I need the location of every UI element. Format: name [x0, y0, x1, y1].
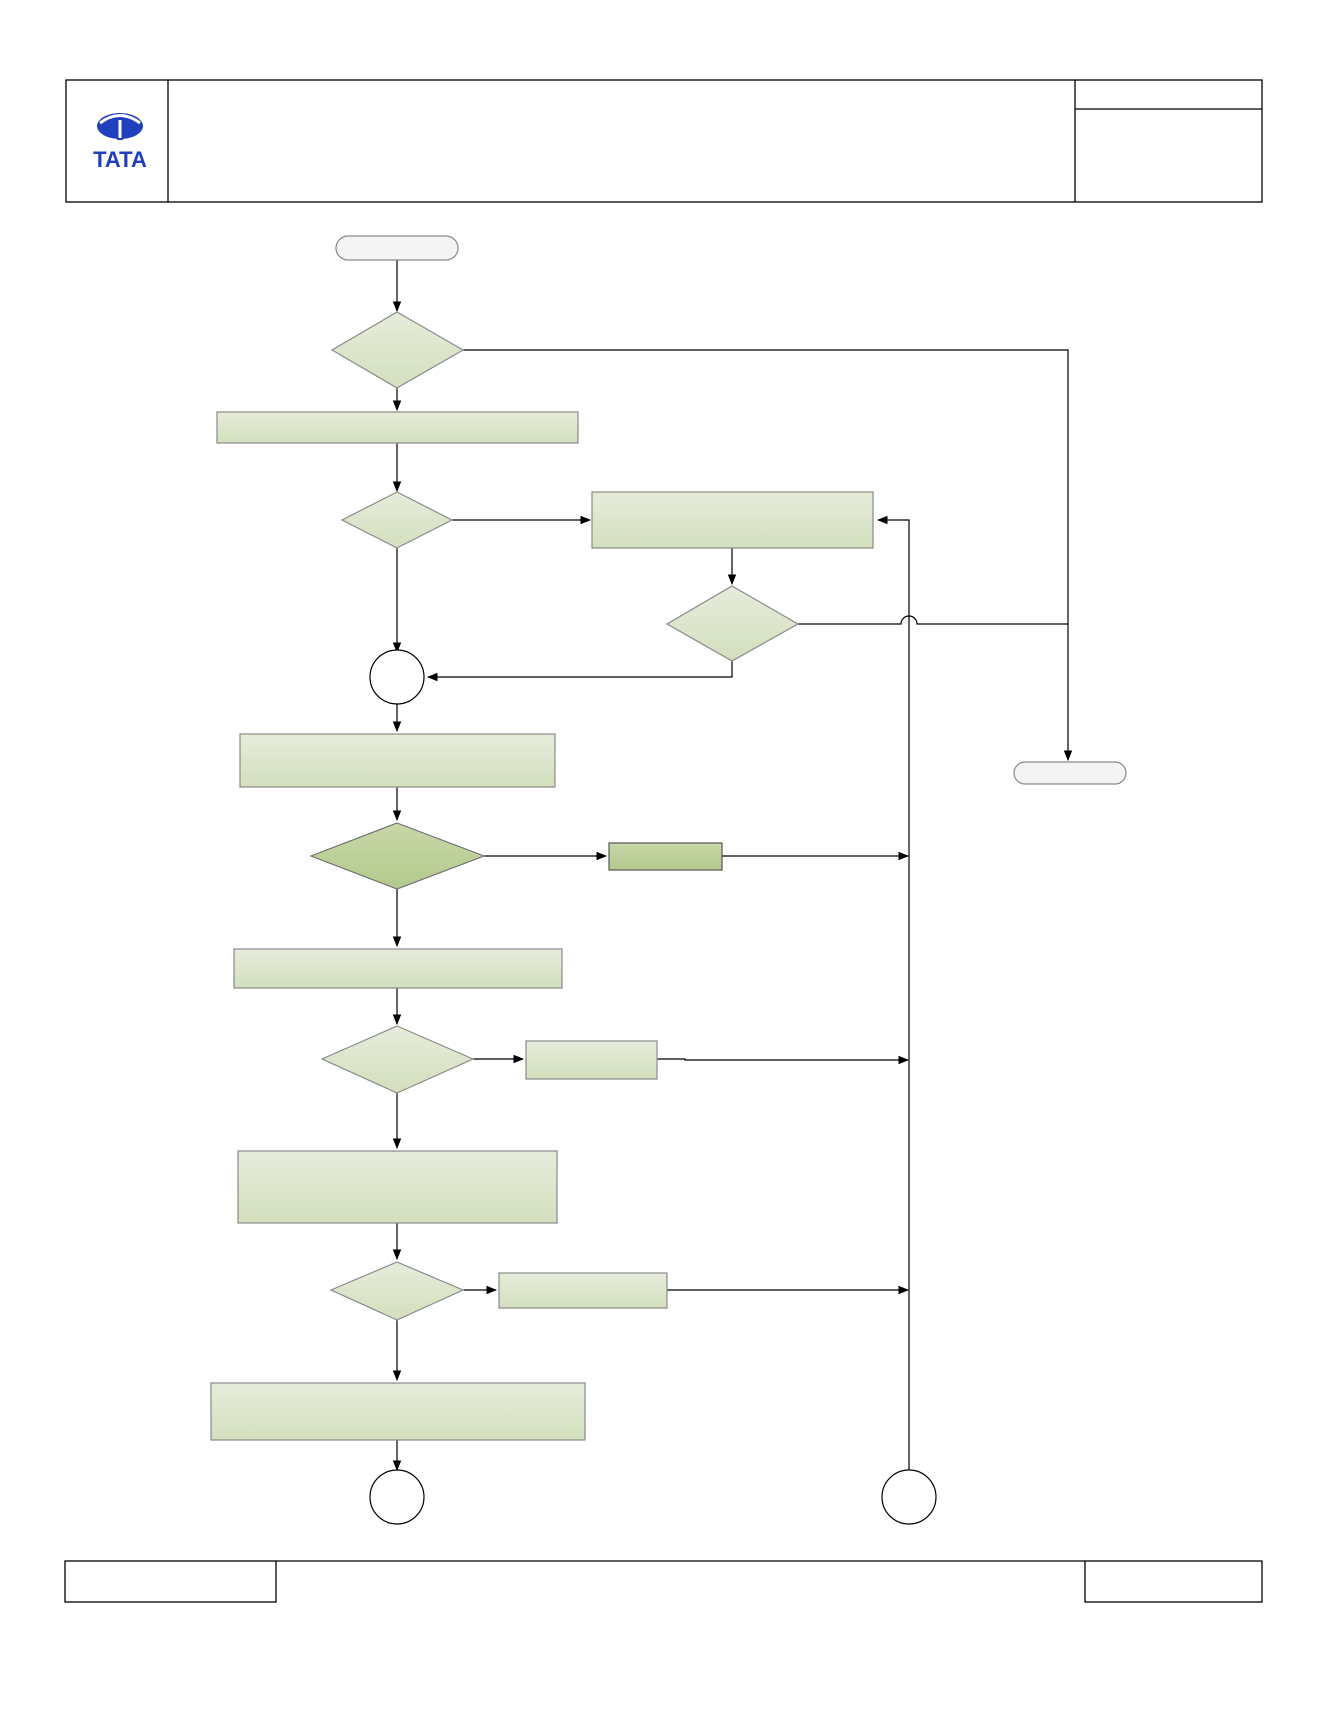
edge-d1-end [463, 349, 1073, 762]
decision-5 [320, 1025, 475, 1094]
footer-block [64, 1560, 1263, 1603]
connector-bottom-right [881, 1469, 937, 1525]
side-process-2 [525, 1040, 658, 1080]
flow-nodes [210, 235, 1127, 1525]
logo-text: TATA [93, 147, 147, 172]
edge-d3-end [798, 615, 1068, 625]
connector-bottom-left [369, 1469, 425, 1525]
edge-sp2-return [657, 1055, 910, 1065]
process-4 [233, 948, 563, 989]
flow-lines [392, 260, 1073, 1472]
process-2 [591, 491, 874, 549]
footer-right-box [1084, 1560, 1263, 1603]
process-5 [237, 1150, 558, 1224]
edge-return-p2 [876, 515, 910, 1471]
decision-4 [309, 822, 486, 890]
side-process-1 [608, 842, 723, 871]
side-process-3 [498, 1272, 668, 1309]
footer-left-box [64, 1560, 277, 1603]
start-terminator [335, 235, 459, 261]
tata-logo-icon [97, 113, 143, 140]
decision-2 [340, 491, 454, 549]
header-block: TATA [65, 79, 1263, 203]
process-3 [239, 733, 556, 788]
decision-6 [329, 1261, 465, 1321]
decision-3 [665, 585, 800, 662]
decision-1 [330, 311, 465, 389]
process-6 [210, 1382, 586, 1441]
process-1 [216, 411, 579, 444]
connector-1 [369, 649, 425, 705]
edge-d3-c1 [426, 661, 733, 682]
end-terminator [1013, 761, 1127, 785]
